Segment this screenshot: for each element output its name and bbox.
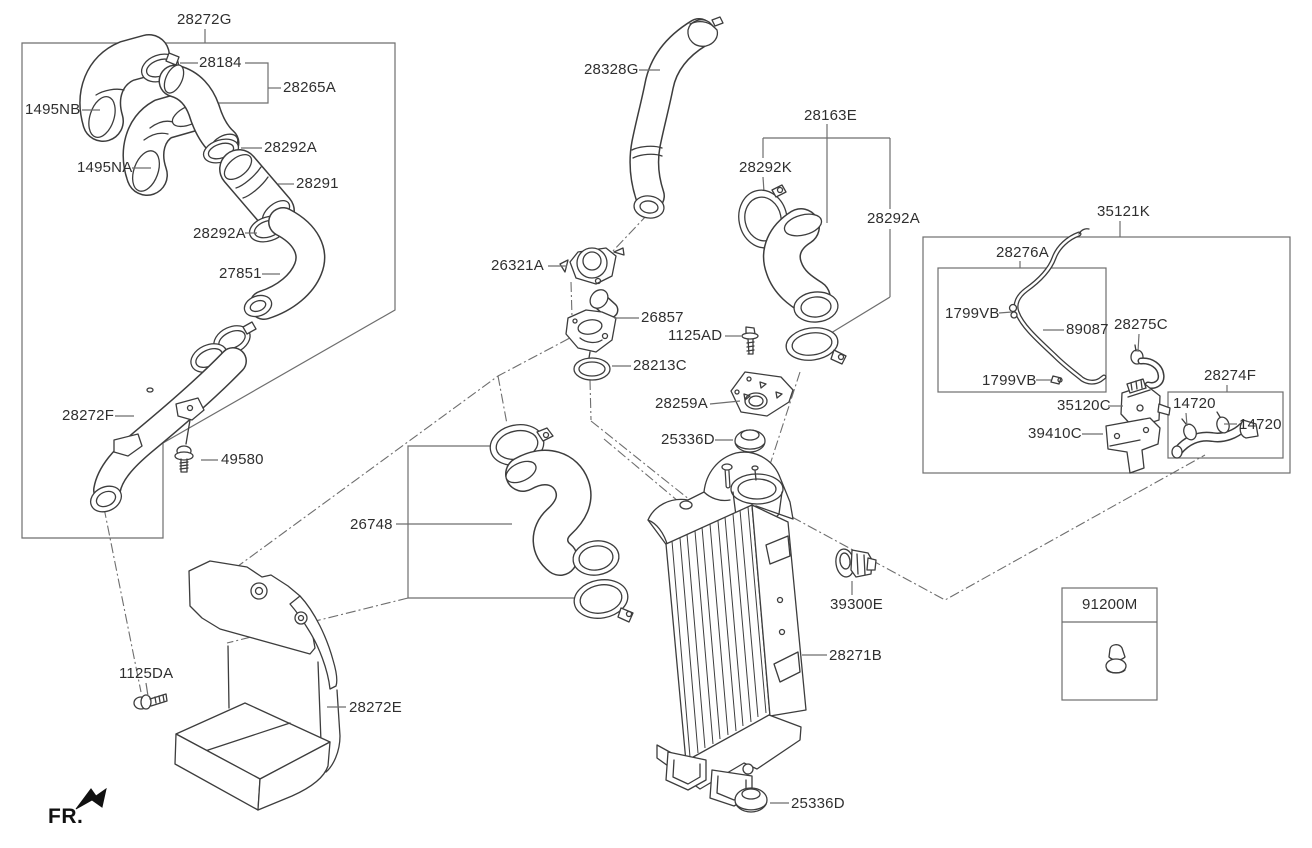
part-label-28292K: 28292K xyxy=(739,159,792,176)
part-1495nb-hose xyxy=(79,34,170,142)
group-box-91200m xyxy=(1061,587,1158,701)
part-28259a-bracket xyxy=(730,371,794,417)
part-28274f-hose xyxy=(1171,411,1259,459)
part-35120c-solenoid-valve xyxy=(1120,378,1171,429)
part-28292a-clamp-3 xyxy=(785,327,847,365)
bracket-28163e xyxy=(762,124,891,334)
part-label-14720-2: 14720 xyxy=(1239,416,1282,433)
part-26321a-actuator xyxy=(559,247,625,285)
part-label-28213C: 28213C xyxy=(633,357,687,374)
group-box-35121k xyxy=(922,221,1291,474)
part-label-28275C: 28275C xyxy=(1114,316,1168,333)
part-label-28272G: 28272G xyxy=(177,11,232,28)
part-28275c-hose xyxy=(1130,344,1165,389)
part-label-1495NB: 1495NB xyxy=(25,101,81,118)
part-label-28292A-3: 28292A xyxy=(867,210,920,227)
part-89087-tube xyxy=(1013,228,1107,385)
part-label-28271B: 28271B xyxy=(829,647,882,664)
part-1799vb-clip-2 xyxy=(1050,375,1063,385)
part-label-89087: 89087 xyxy=(1066,321,1109,338)
part-39410c-bracket xyxy=(1105,417,1161,474)
fr-direction-arrow-icon xyxy=(75,787,107,810)
label-leader-lines xyxy=(82,62,1237,804)
part-25336d-grommet-bottom xyxy=(734,787,768,813)
part-label-39410C: 39410C xyxy=(1028,425,1082,442)
bracket-26748 xyxy=(396,445,577,599)
part-label-28274F: 28274F xyxy=(1204,367,1257,384)
group-box-28276a xyxy=(937,261,1107,393)
part-label-28259A: 28259A xyxy=(655,395,708,412)
part-label-28272E: 28272E xyxy=(349,699,402,716)
part-26748-hose xyxy=(505,449,620,576)
part-label-28276A: 28276A xyxy=(996,244,1049,261)
part-28271b-intercooler xyxy=(647,451,807,807)
part-label-1495NA: 1495NA xyxy=(77,159,133,176)
part-label-26857: 26857 xyxy=(641,309,684,326)
part-28328g-hose xyxy=(629,16,724,219)
part-label-1799VB-1: 1799VB xyxy=(945,305,1000,322)
part-label-27851: 27851 xyxy=(219,265,262,282)
part-27851-hose xyxy=(243,207,326,320)
part-label-28292A-1: 28292A xyxy=(264,139,317,156)
part-label-25336D-2: 25336D xyxy=(791,795,845,812)
part-label-14720-1: 14720 xyxy=(1173,395,1216,412)
part-28272e-cover xyxy=(174,560,341,811)
part-91200m-fastener xyxy=(1105,644,1127,674)
part-39300e-sensor xyxy=(835,548,877,578)
part-49580-bolt xyxy=(174,445,194,473)
part-label-1799VB-2: 1799VB xyxy=(982,372,1037,389)
part-28272f-pipe xyxy=(89,347,247,513)
part-label-26748: 26748 xyxy=(350,516,393,533)
group-box-28274f xyxy=(1167,385,1284,459)
part-label-25336D-1: 25336D xyxy=(661,431,715,448)
part-1125da-bolt xyxy=(133,693,168,710)
part-label-39300E: 39300E xyxy=(830,596,883,613)
part-label-28184: 28184 xyxy=(199,54,242,71)
bracket-28265a xyxy=(214,62,281,104)
part-label-1125DA: 1125DA xyxy=(119,665,174,682)
part-label-28292A-2: 28292A xyxy=(193,225,246,242)
part-label-91200M: 91200M xyxy=(1082,596,1138,613)
part-28163e-hose xyxy=(762,208,839,323)
fr-direction-label: FR. xyxy=(48,805,84,828)
assembly-leader-lines xyxy=(103,213,1206,788)
part-1799vb-clip-1 xyxy=(1008,303,1018,319)
part-label-49580: 49580 xyxy=(221,451,264,468)
part-label-28291: 28291 xyxy=(296,175,339,192)
part-label-35120C: 35120C xyxy=(1057,397,1111,414)
part-label-28163E: 28163E xyxy=(804,107,857,124)
part-26857-air-guide xyxy=(565,289,619,359)
part-label-28265A: 28265A xyxy=(283,79,336,96)
part-label-35121K: 35121K xyxy=(1097,203,1150,220)
part-26748-clamp-bottom xyxy=(573,579,634,623)
part-label-26321A: 26321A xyxy=(491,257,544,274)
part-28213c-gasket xyxy=(573,357,611,381)
part-label-28328G: 28328G xyxy=(584,61,639,78)
part-label-1125AD: 1125AD xyxy=(668,327,723,344)
part-label-28272F: 28272F xyxy=(62,407,115,424)
part-25336d-grommet-top xyxy=(734,429,766,453)
part-1125ad-bolt xyxy=(741,326,759,355)
